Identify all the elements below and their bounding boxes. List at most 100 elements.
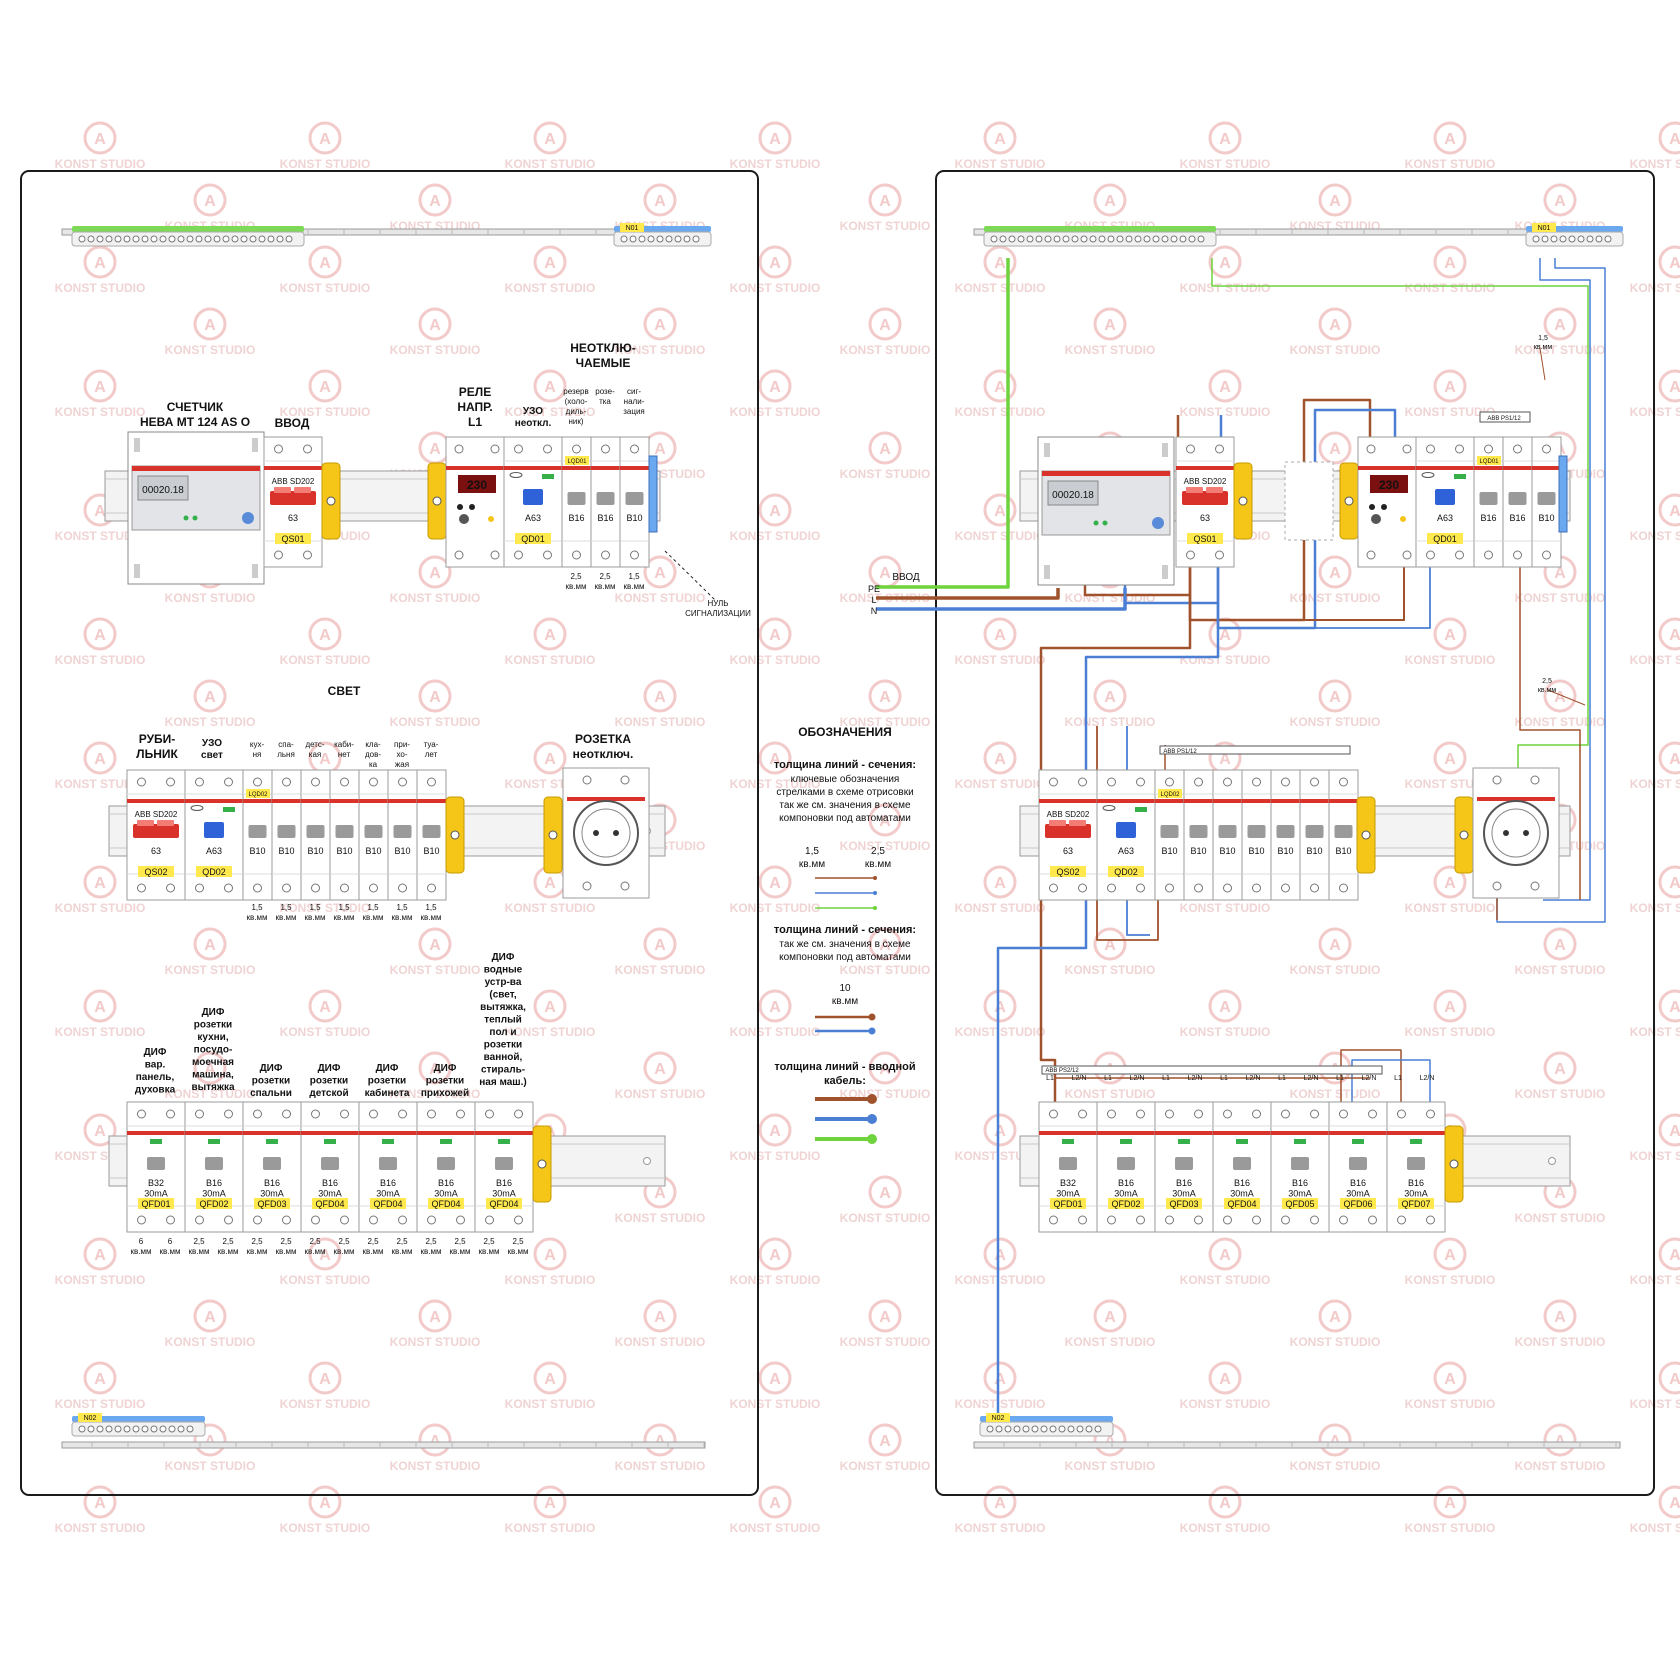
- watermark-text: KONST STUDIO: [505, 157, 596, 171]
- breaker-rating: A63: [1118, 846, 1134, 856]
- breaker-tag: QFD04: [489, 1199, 518, 1209]
- watermark-text: KONST STUDIO: [505, 405, 596, 419]
- watermark-text: KONST STUDIO: [55, 281, 146, 295]
- svg-text:A: A: [994, 1495, 1006, 1512]
- breaker-light: B10: [1328, 769, 1359, 901]
- watermark-text: KONST STUDIO: [955, 1521, 1046, 1535]
- watermark-text: KONST STUDIO: [730, 1273, 821, 1287]
- breaker-tag: QS02: [1056, 867, 1079, 877]
- busbar: [973, 1441, 1621, 1449]
- end-stop: [1454, 796, 1474, 874]
- svg-text:A: A: [319, 131, 331, 148]
- svg-text:A: A: [769, 131, 781, 148]
- wire: [1539, 347, 1546, 381]
- breaker-tag: QFD06: [1343, 1199, 1372, 1209]
- watermark-text: KONST STUDIO: [1515, 1335, 1606, 1349]
- watermark-text: KONST STUDIO: [1515, 963, 1606, 977]
- breaker-rating: 63: [151, 846, 161, 856]
- terminal-block: N02: [979, 1413, 1114, 1437]
- svg-text:A: A: [319, 1247, 331, 1264]
- svg-text:A: A: [94, 1247, 106, 1264]
- watermark-text: KONST STUDIO: [1180, 1273, 1271, 1287]
- breaker-tag: QFD02: [1111, 1199, 1140, 1209]
- watermark-text: KONST STUDIO: [1405, 1521, 1496, 1535]
- ps-bar-label: ABB PS1/12: [1487, 416, 1521, 422]
- watermark-text: KONST STUDIO: [1180, 281, 1271, 295]
- svg-text:A: A: [654, 441, 666, 458]
- svg-text:A: A: [319, 751, 331, 768]
- ps-bar-label: ABB PS1/12: [1163, 749, 1197, 755]
- circuit-subheader: кух-ня: [250, 740, 265, 759]
- wire: [1340, 1049, 1402, 1102]
- watermark-text: KONST STUDIO: [1065, 1459, 1156, 1473]
- breaker-rating: B10: [1335, 846, 1351, 856]
- watermark-text: KONST STUDIO: [280, 281, 371, 295]
- end-stop: [1233, 462, 1253, 540]
- svg-text:A: A: [879, 1433, 891, 1450]
- watermark-text: KONST STUDIO: [955, 777, 1046, 791]
- svg-text:A: A: [429, 937, 441, 954]
- watermark-text: KONST STUDIO: [955, 157, 1046, 171]
- lqd-tag: LQD01: [1479, 459, 1499, 465]
- breaker-light: B10: [416, 769, 447, 901]
- lqd-tag: LQD01: [567, 459, 587, 465]
- watermark-text: KONST STUDIO: [1290, 715, 1381, 729]
- svg-text:A: A: [1444, 379, 1456, 396]
- svg-text:A: A: [1554, 193, 1566, 210]
- watermark-text: KONST STUDIO: [1405, 405, 1496, 419]
- svg-text:A: A: [654, 1185, 666, 1202]
- svg-text:A: A: [769, 1247, 781, 1264]
- watermark-text: KONST STUDIO: [1515, 343, 1606, 357]
- svg-text:A: A: [204, 689, 216, 706]
- breaker-tag: QFD04: [315, 1199, 344, 1209]
- watermark-text: KONST STUDIO: [1515, 715, 1606, 729]
- watermark-text: KONST STUDIO: [1405, 157, 1496, 171]
- wire: [876, 588, 1060, 600]
- watermark-text: KONST STUDIO: [730, 1149, 821, 1163]
- end-stop: [532, 1125, 552, 1203]
- watermark-text: KONST STUDIO: [955, 901, 1046, 915]
- switch-title: РУБИ-ЛЬНИК: [136, 732, 178, 761]
- breaker-rating: B10: [423, 846, 439, 856]
- svg-text:A: A: [94, 751, 106, 768]
- wire: [1039, 595, 1192, 770]
- input-title: ВВОД: [892, 572, 920, 583]
- watermark-text: KONST STUDIO: [955, 405, 1046, 419]
- voltage-relay: 230: [1357, 436, 1417, 568]
- svg-text:A: A: [429, 1061, 441, 1078]
- watermark-text: KONST STUDIO: [840, 467, 931, 481]
- breaker-tag: QS01: [281, 534, 304, 544]
- input-wire-label: PE: [868, 584, 880, 594]
- end-stop: [543, 796, 563, 874]
- ps-bar: [1041, 1065, 1383, 1075]
- svg-text:A: A: [1329, 441, 1341, 458]
